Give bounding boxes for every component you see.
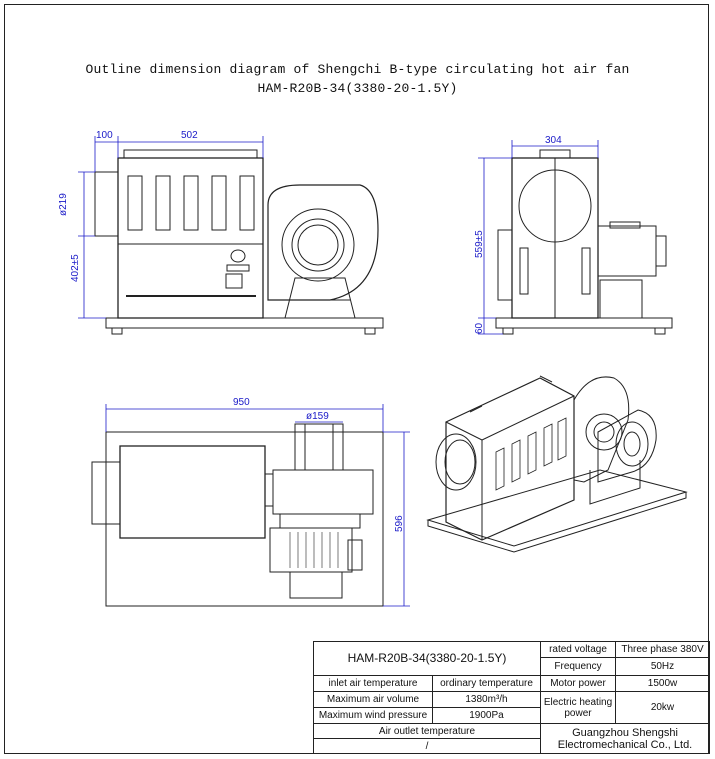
rated-voltage-value: Three phase 380V [615,641,710,658]
max-wind-pressure-label: Maximum wind pressure [313,707,433,724]
outline-drawing: 100 502 ø219 402±5 304 559±5 60 [58,130,688,607]
dim-plan-depth: 596 [394,515,405,532]
dim-inlet-height: 402±5 [70,254,81,282]
side-view [495,149,673,335]
outlet-temp-value: / [313,738,541,754]
diagram-title: Outline dimension diagram of Shengchi B-… [85,62,630,77]
dim-top-width-1: 100 [96,130,113,141]
front-view-dimensions [78,136,264,319]
dim-inlet-diameter: ø219 [58,193,69,216]
heating-power-label: Electric heating power [540,691,616,724]
outlet-temp-label: Air outlet temperature [313,723,541,739]
rated-voltage-label: rated voltage [540,641,616,658]
max-air-volume-value: 1380m³/h [432,691,541,708]
plan-view-dimensions [105,404,410,607]
dim-top-width-2: 502 [181,130,198,141]
model-subtitle: HAM-R20B-34(3380-20-1.5Y) [257,81,458,96]
side-view-dimensions [478,140,599,335]
dim-side-height: 559±5 [474,230,485,258]
motor-power-value: 1500w [615,675,710,692]
heating-power-value: 20kw [615,691,710,724]
frequency-value: 50Hz [615,657,710,676]
frequency-label: Frequency [540,657,616,676]
front-view [94,149,384,335]
company-name: Guangzhou Shengshi Electromechanical Co.… [540,723,710,754]
model-cell: HAM-R20B-34(3380-20-1.5Y) [313,641,541,676]
motor-power-label: Motor power [540,675,616,692]
isometric-view [426,375,688,553]
plan-view [91,423,384,607]
inlet-temp-label: inlet air temperature [313,675,433,692]
max-air-volume-label: Maximum air volume [313,691,433,708]
inlet-temp-value: ordinary temperature [432,675,541,692]
max-wind-pressure-value: 1900Pa [432,707,541,724]
dim-outlet-diameter: ø159 [306,411,329,422]
dim-side-width: 304 [545,135,562,146]
dim-base-height: 60 [474,322,485,334]
spec-table: HAM-R20B-34(3380-20-1.5Y) inlet air temp… [313,641,710,754]
dim-plan-width: 950 [233,397,250,408]
